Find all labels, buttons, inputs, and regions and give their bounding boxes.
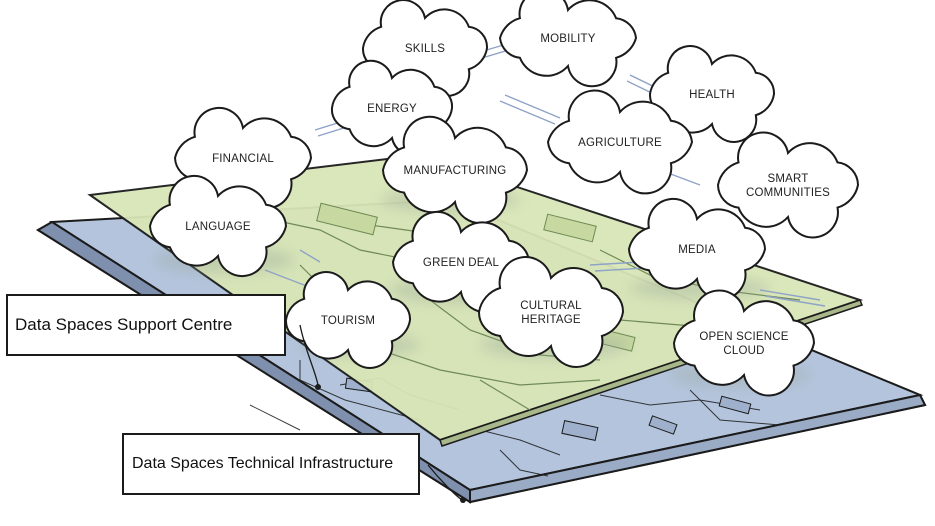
cloud-label: CLOUD [723,345,764,357]
cloud-label: TOURISM [321,315,375,327]
cloud-label: CULTURAL [520,300,582,312]
cloud-shape [148,175,288,277]
cloud-label: HERITAGE [521,314,581,326]
cloud-shape [361,0,489,97]
cloud-label: LANGUAGE [185,221,251,233]
cloud-shape [498,0,638,88]
cloud-shape [716,131,860,239]
cloud-label: SKILLS [405,43,445,55]
callout-anchors [315,384,466,503]
cloud-tourism: TOURISM [284,271,412,369]
cloud-label: MEDIA [678,244,716,256]
cloud-label: COMMUNITIES [746,187,830,199]
cloud-skills: SKILLS [361,0,489,97]
technical-infrastructure-callout: Data Spaces Technical Infrastructure [122,433,420,495]
support-centre-label: Data Spaces Support Centre [15,315,233,334]
cloud-green-deal: GREEN DEAL [391,211,531,313]
cloud-label: FINANCIAL [212,153,274,165]
cloud-media: MEDIA [627,198,767,300]
cloud-label: AGRICULTURE [578,137,662,149]
cloud-language: LANGUAGE [148,175,288,277]
cloud-label: OPEN SCIENCE [699,331,788,343]
cloud-shape [477,256,625,368]
cloud-smart-communities: SMART COMMUNITIES [716,131,860,239]
cloud-label: GREEN DEAL [423,257,500,269]
cloud-label: SMART [767,173,808,185]
technical-infrastructure-label: Data Spaces Technical Infrastructure [132,455,394,472]
cloud-label: HEALTH [689,89,735,101]
cloud-shape [672,289,816,397]
cloud-health: HEALTH [648,45,776,143]
cloud-open-science-cloud: OPEN SCIENCE CLOUD [672,289,816,397]
cloud-manufacturing: MANUFACTURING [381,115,529,225]
cloud-shape [546,89,694,195]
cloud-cultural-heritage: CULTURAL HERITAGE [477,256,625,368]
support-centre-callout: Data Spaces Support Centre [6,294,286,356]
clouds: SKILLS MOBILITY HEALTH ENERGY AGRICULTURE FIN… [148,0,860,397]
callout-pointers [299,324,463,501]
cloud-shape [284,271,412,369]
cloud-mobility: MOBILITY [498,0,638,88]
cloud-shape [381,115,529,225]
cloud-shape [648,45,776,143]
cloud-label: MANUFACTURING [404,165,507,177]
cloud-label: MOBILITY [540,33,595,45]
cloud-agriculture: AGRICULTURE [546,89,694,195]
cloud-label: ENERGY [367,103,417,115]
